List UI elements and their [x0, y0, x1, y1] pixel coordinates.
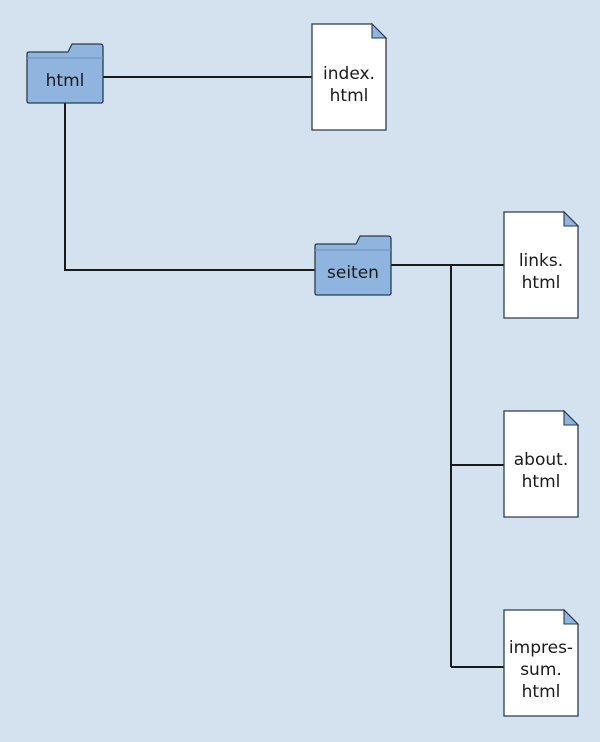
folder-seiten-icon[interactable] [314, 235, 392, 296]
file-impressum-icon[interactable] [503, 608, 580, 717]
file-impressum-label: impres- sum. html [504, 624, 578, 716]
folder-html-label: html [27, 58, 103, 103]
file-impressum-line-3: html [521, 682, 561, 702]
file-index-label: index. html [312, 40, 386, 130]
file-links-label: links. html [504, 226, 578, 318]
file-links-line-1: links. [518, 251, 564, 271]
file-impressum-line-1: impres- [508, 638, 574, 658]
file-about-icon[interactable] [503, 409, 580, 518]
file-links-icon[interactable] [503, 210, 580, 319]
file-index-line-2: html [329, 86, 369, 106]
folder-html-icon[interactable] [26, 43, 104, 104]
file-index-line-1: index. [323, 64, 375, 84]
file-about-line-2: html [521, 472, 561, 492]
file-about-line-1: about. [513, 450, 569, 470]
folder-seiten-label: seiten [315, 250, 391, 295]
file-about-label: about. html [504, 425, 578, 517]
file-links-line-2: html [521, 273, 561, 293]
file-impressum-line-2: sum. [520, 660, 562, 680]
file-index-icon[interactable] [311, 22, 388, 131]
connector-html-seiten [64, 102, 315, 271]
folder-html-name: html [45, 70, 85, 91]
folder-seiten-name: seiten [327, 262, 379, 283]
